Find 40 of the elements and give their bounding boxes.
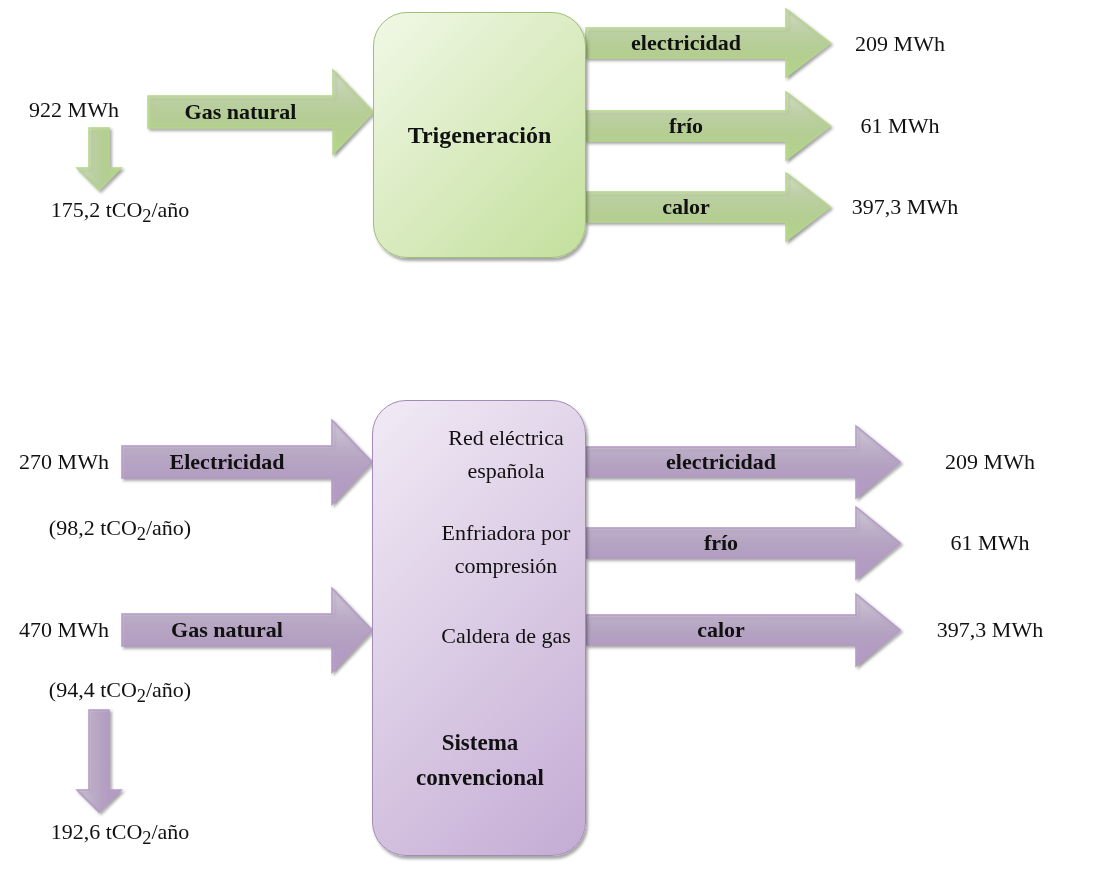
- block-arrow: [75, 127, 123, 192]
- edge-label: electricidad: [630, 32, 742, 54]
- emission-note: (98,2 tCO$_{2}$/año): [47, 514, 193, 547]
- value-label: 397,3 MWh: [900, 612, 1080, 648]
- edge-label: frío: [702, 532, 740, 554]
- box-title: Sistema convencional: [415, 729, 545, 792]
- value-label: 209 MWh: [900, 444, 1080, 480]
- box-title: Trigeneración: [407, 121, 552, 149]
- block-arrow: [585, 171, 832, 243]
- value-label: 192,6 tCO$_{2}$/año: [10, 812, 230, 852]
- value-label: 209 MWh: [830, 26, 970, 62]
- edge-label: electricidad: [665, 451, 777, 473]
- edge-label: Gas natural: [170, 619, 284, 641]
- block-arrow: [585, 90, 832, 162]
- block-arrow: [585, 505, 902, 581]
- process-box: [372, 400, 586, 856]
- edge-label: Electricidad: [168, 451, 286, 473]
- component-label: Caldera de gas: [440, 622, 572, 650]
- block-arrow: [121, 418, 374, 506]
- value-label: 61 MWh: [900, 525, 1080, 561]
- value-label: 175,2 tCO$_{2}$/año: [20, 190, 220, 230]
- edge-label: frío: [667, 115, 705, 137]
- edge-label: Gas natural: [183, 101, 298, 123]
- value-label: 270 MWh: [6, 444, 122, 480]
- block-arrow: [585, 592, 902, 668]
- component-label: Red eléctrica española: [447, 424, 565, 485]
- value-label: 470 MWh: [6, 612, 122, 648]
- block-arrow: [121, 586, 374, 674]
- process-box: [373, 12, 586, 258]
- block-arrow: [585, 7, 832, 79]
- value-label: 61 MWh: [830, 108, 970, 144]
- value-label: 397,3 MWh: [830, 189, 980, 225]
- value-label: (94,4 tCO$_{2}$/año): [10, 670, 230, 710]
- block-arrow: [585, 424, 902, 500]
- component-label: Enfriadora por compresión: [440, 519, 572, 580]
- edge-label: calor: [661, 196, 711, 218]
- block-arrow: [75, 709, 123, 814]
- edge-label: calor: [696, 619, 746, 641]
- value-label: 922 MWh: [0, 92, 148, 128]
- block-arrow: [147, 68, 375, 156]
